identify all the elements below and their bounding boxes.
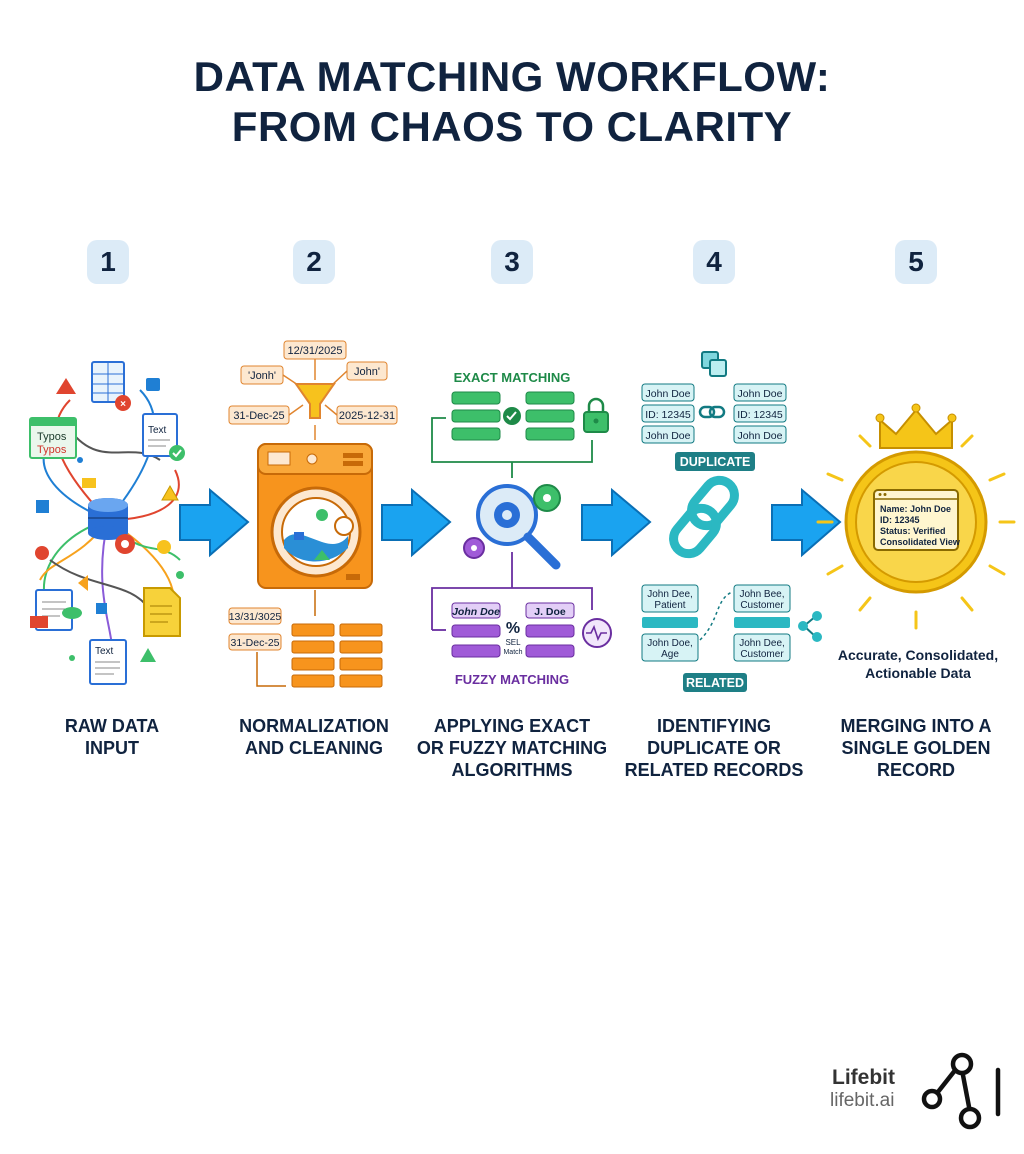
rel-left-2a: John Doe, [647, 638, 693, 649]
step-4-label-line-3: RELATED RECORDS [624, 760, 804, 780]
matching-illustration: EXACT MATCHING John Doe [431, 370, 612, 687]
step-5-label-line-2: SINGLE GOLDEN [841, 738, 991, 758]
step-1-label-line-2: INPUT [85, 738, 139, 758]
title-line-1: DATA MATCHING WORKFLOW: [193, 53, 831, 100]
clean-tag-5: 2025-12-31 [339, 410, 395, 422]
golden-id: ID: 12345 [880, 515, 920, 525]
dup-right-1: John Doe [738, 388, 783, 400]
golden-status: Status: Verified [880, 526, 946, 536]
related-label: RELATED [686, 676, 744, 690]
step-1-label-line-1: RAW DATA [64, 716, 160, 736]
step-1-badge: 1 [87, 240, 129, 284]
dup-left-1: John Doe [646, 388, 691, 400]
clean-out-tag-2: 31-Dec-25 [230, 637, 279, 649]
step-5-label-line-1: MERGING INTO A [840, 716, 992, 736]
step-3-label-line-2: OR FUZZY MATCHING [416, 738, 608, 758]
dup-right-3: John Doe [738, 430, 783, 442]
text-doc-2-label: Text [95, 646, 114, 657]
typos-text-2: Typos [37, 444, 67, 456]
step-5-label: MERGING INTO A SINGLE GOLDEN RECORD [816, 715, 1016, 781]
arrow-4-5 [771, 487, 842, 558]
fuzzy-matching-label: FUZZY MATCHING [455, 672, 569, 687]
rel-left-1b: Patient [654, 600, 685, 611]
arrow-1-2 [179, 487, 250, 558]
rel-right-1b: Customer [740, 600, 784, 611]
exact-matching-label: EXACT MATCHING [454, 370, 571, 385]
rel-right-1a: John Bee, [739, 589, 784, 600]
step-2-label-line-1: NORMALIZATION [239, 716, 389, 736]
flow-arrows [179, 487, 842, 558]
clean-tag-4: 31-Dec-25 [233, 410, 284, 422]
clean-tag-1: 12/31/2025 [287, 345, 342, 357]
step-2-label-line-2: AND CLEANING [245, 738, 383, 758]
rel-right-2b: Customer [740, 649, 784, 660]
brand-name: Lifebit [832, 1066, 895, 1089]
fuzzy-right-name: J. Doe [534, 606, 566, 618]
page-title: DATA MATCHING WORKFLOW: FROM CHAOS TO CL… [0, 52, 1024, 152]
arrow-3-4 [581, 487, 652, 558]
dup-left-2: ID: 12345 [645, 409, 691, 421]
fuzzy-score-line-2: Match [503, 649, 522, 656]
step-3-badge: 3 [491, 240, 533, 284]
rel-left-2b: Age [661, 649, 679, 660]
records-illustration: John Doe ID: 12345 John Doe John Doe ID:… [641, 351, 822, 692]
golden-caption-line-1: Accurate, Consolidated, [837, 647, 999, 663]
step-2-badge: 2 [293, 240, 335, 284]
golden-view: Consolidated View [880, 537, 961, 547]
step-5-badge: 5 [895, 240, 937, 284]
duplicate-label: DUPLICATE [680, 455, 751, 469]
clean-tag-3: John' [354, 366, 380, 378]
cleaning-illustration: 12/31/2025 'Jonh' John' 31-Dec-25 2025-1… [228, 340, 398, 688]
step-4-label: IDENTIFYING DUPLICATE OR RELATED RECORDS [614, 715, 814, 781]
step-3-label-line-1: APPLYING EXACT [433, 716, 591, 736]
fuzzy-score-line-1: SEL [505, 638, 521, 647]
arrow-2-3 [381, 487, 452, 558]
step-4-badge: 4 [693, 240, 735, 284]
rel-right-2a: John Dee, [739, 638, 785, 649]
step-5-label-line-3: RECORD [876, 760, 955, 780]
clean-tag-2: 'Jonh' [248, 370, 276, 382]
golden-caption-line-2: Actionable Data [865, 665, 971, 681]
dup-right-2: ID: 12345 [737, 409, 783, 421]
fuzzy-percent: % [506, 620, 520, 637]
golden-record-illustration: Name: John Doe ID: 12345 Status: Verifie… [816, 403, 1016, 630]
golden-caption: Accurate, Consolidated, Actionable Data [830, 646, 1006, 682]
step-4-label-line-2: DUPLICATE OR [647, 738, 781, 758]
clean-out-tag-1: 13/31/3025 [229, 611, 282, 623]
svg-text:×: × [120, 399, 126, 410]
lifebit-logo-icon [921, 1052, 1001, 1130]
step-3-label-line-3: ALGORITHMS [451, 760, 573, 780]
dup-left-3: John Doe [646, 430, 691, 442]
text-doc-1-label: Text [148, 425, 167, 436]
rel-left-1a: John Dee, [647, 589, 693, 600]
step-3-label: APPLYING EXACT OR FUZZY MATCHING ALGORIT… [412, 715, 612, 781]
brand-url[interactable]: lifebit.ai [830, 1090, 895, 1111]
typos-text-1: Typos [37, 431, 67, 443]
raw-data-illustration: × Typos Typos Text Text [29, 361, 185, 685]
step-2-label: NORMALIZATION AND CLEANING [214, 715, 414, 759]
step-1-label: RAW DATA INPUT [12, 715, 212, 759]
fuzzy-left-name: John Doe [452, 606, 500, 618]
step-4-label-line-1: IDENTIFYING [656, 716, 771, 736]
golden-name: Name: John Doe [880, 504, 951, 514]
title-line-2: FROM CHAOS TO CLARITY [231, 103, 793, 150]
